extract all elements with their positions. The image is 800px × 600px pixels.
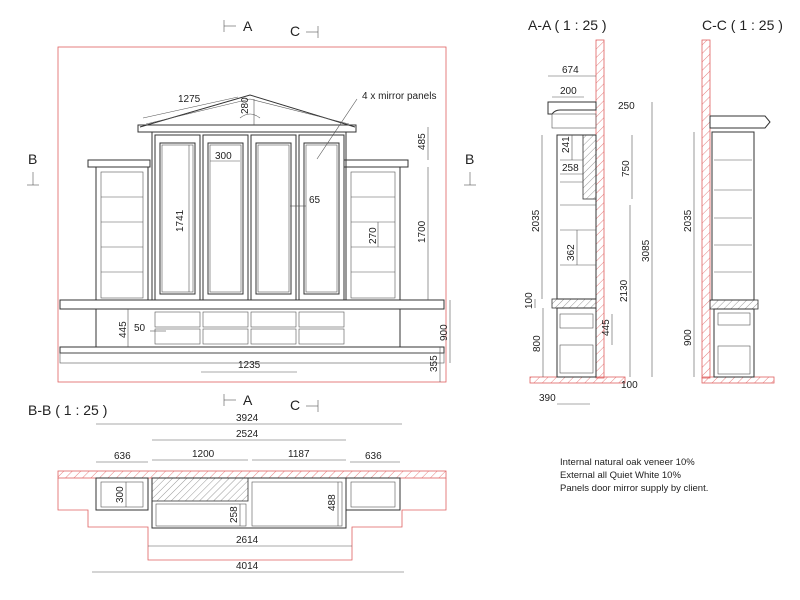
bb-room-outline	[57, 478, 447, 561]
cc-worktop	[709, 299, 759, 310]
section-cc: C-C ( 1 : 25 ) 2035 900	[683, 17, 783, 384]
marker-c-top: C	[290, 23, 300, 39]
section-aa: A-A ( 1 : 25 ) 674 200 250 241 258 750 2…	[524, 17, 653, 405]
aa-dim-drawer-height: 445	[601, 319, 612, 336]
callout-leader	[316, 98, 358, 160]
drawers	[154, 311, 345, 345]
note-line: Internal natural oak veneer 10%	[560, 457, 695, 468]
marker-c-bottom: C	[290, 397, 300, 413]
aa-base	[556, 307, 597, 378]
dim-drawer-height: 445	[118, 321, 129, 338]
aa-dim-shelf-height: 362	[566, 244, 577, 261]
bb-dim-side-right: 636	[365, 451, 382, 462]
aa-dim-wall-offset: 250	[618, 101, 635, 112]
bb-dim-overall-bottom: 4014	[236, 561, 259, 572]
bb-dim-side-depth: 300	[115, 486, 126, 503]
bb-dim-side-left: 636	[114, 451, 131, 462]
section-bb: B-B ( 1 : 25 ) A C 3924 2524 636 1200 11	[28, 392, 447, 573]
section-cc-title: C-C ( 1 : 25 )	[702, 17, 783, 33]
worktop	[59, 299, 445, 310]
aa-worktop	[551, 298, 597, 309]
dim-plinth-height: 355	[429, 355, 440, 372]
aa-dim-depth-total: 674	[562, 65, 579, 76]
cc-dim-base-height: 900	[683, 329, 694, 346]
aa-dim-lower-height: 2130	[619, 279, 630, 302]
section-bb-title: B-B ( 1 : 25 )	[28, 402, 107, 418]
cc-wall	[701, 39, 711, 379]
notes: Internal natural oak veneer 10% External…	[560, 457, 708, 494]
cc-upper-cabinet	[711, 131, 755, 301]
aa-dim-shelf-gap: 258	[562, 163, 579, 174]
right-cornice	[343, 159, 409, 168]
plinth	[59, 352, 445, 364]
note-line: External all Quiet White 10%	[560, 470, 681, 481]
bb-dim-center-left: 1200	[192, 449, 215, 460]
aa-dim-base-depth: 390	[539, 393, 556, 404]
dim-upper-height: 1700	[417, 220, 428, 243]
dim-panel-width: 300	[215, 151, 232, 162]
bb-right-unit	[345, 477, 401, 511]
left-cornice	[87, 159, 151, 168]
cc-dim-upper-height: 2035	[683, 209, 694, 232]
cc-floor	[701, 376, 775, 384]
dim-drawer-gap: 50	[134, 323, 146, 334]
plinth-top	[59, 346, 445, 354]
callout-mirror-panels: 4 x mirror panels	[362, 91, 436, 102]
aa-dim-base-height: 800	[532, 335, 543, 352]
dim-shelf-spacing: 270	[368, 227, 379, 244]
dim-pediment-height: 280	[240, 97, 251, 114]
bb-dim-center-bottom: 2614	[236, 535, 259, 546]
aa-dim-top-shelf: 241	[561, 136, 572, 153]
dim-panel-height: 1741	[175, 209, 186, 232]
aa-dim-cabinet-height: 750	[621, 160, 632, 177]
dim-cornice-height: 485	[417, 133, 428, 150]
bb-dim-center-top: 2524	[236, 429, 259, 440]
bb-dim-center-right: 1187	[288, 449, 310, 460]
pediment-ornament	[239, 113, 261, 119]
marker-b-right: B	[465, 151, 474, 167]
note-line: Panels door mirror supply by client.	[560, 483, 708, 494]
marker-a-top: A	[243, 18, 253, 34]
bb-dim-overall-top: 3924	[236, 413, 259, 424]
marker-a-bottom: A	[243, 392, 253, 408]
aa-dim-wall-thickness: 100	[621, 380, 638, 391]
aa-dim-depth-top: 200	[560, 86, 577, 97]
aa-dim-total-height: 3085	[641, 239, 652, 262]
bb-left-unit	[95, 477, 149, 511]
aa-dim-upper-height: 2035	[531, 209, 542, 232]
aa-floor	[529, 376, 626, 384]
section-aa-title: A-A ( 1 : 25 )	[528, 17, 607, 33]
left-shelving	[95, 166, 149, 301]
bb-dim-drawer-depth: 258	[229, 506, 240, 523]
elevation-frame	[57, 46, 447, 383]
front-elevation: 1275 280 300 1741 65 485 1700 270 445 50…	[27, 18, 476, 383]
cc-base	[713, 308, 755, 378]
aa-dim-worktop: 100	[524, 292, 535, 309]
cc-cornice	[709, 115, 771, 129]
bb-dim-cabinet-depth: 488	[327, 494, 338, 511]
dim-panel-gap: 65	[309, 195, 321, 206]
aa-cornice	[547, 101, 597, 115]
dim-pediment-width: 1275	[178, 94, 201, 105]
marker-b-left: B	[28, 151, 37, 167]
bb-wall	[57, 470, 447, 479]
bb-center-hatch	[151, 477, 249, 502]
dim-base-height: 900	[439, 324, 450, 341]
dim-drawer-width: 1235	[238, 360, 261, 371]
